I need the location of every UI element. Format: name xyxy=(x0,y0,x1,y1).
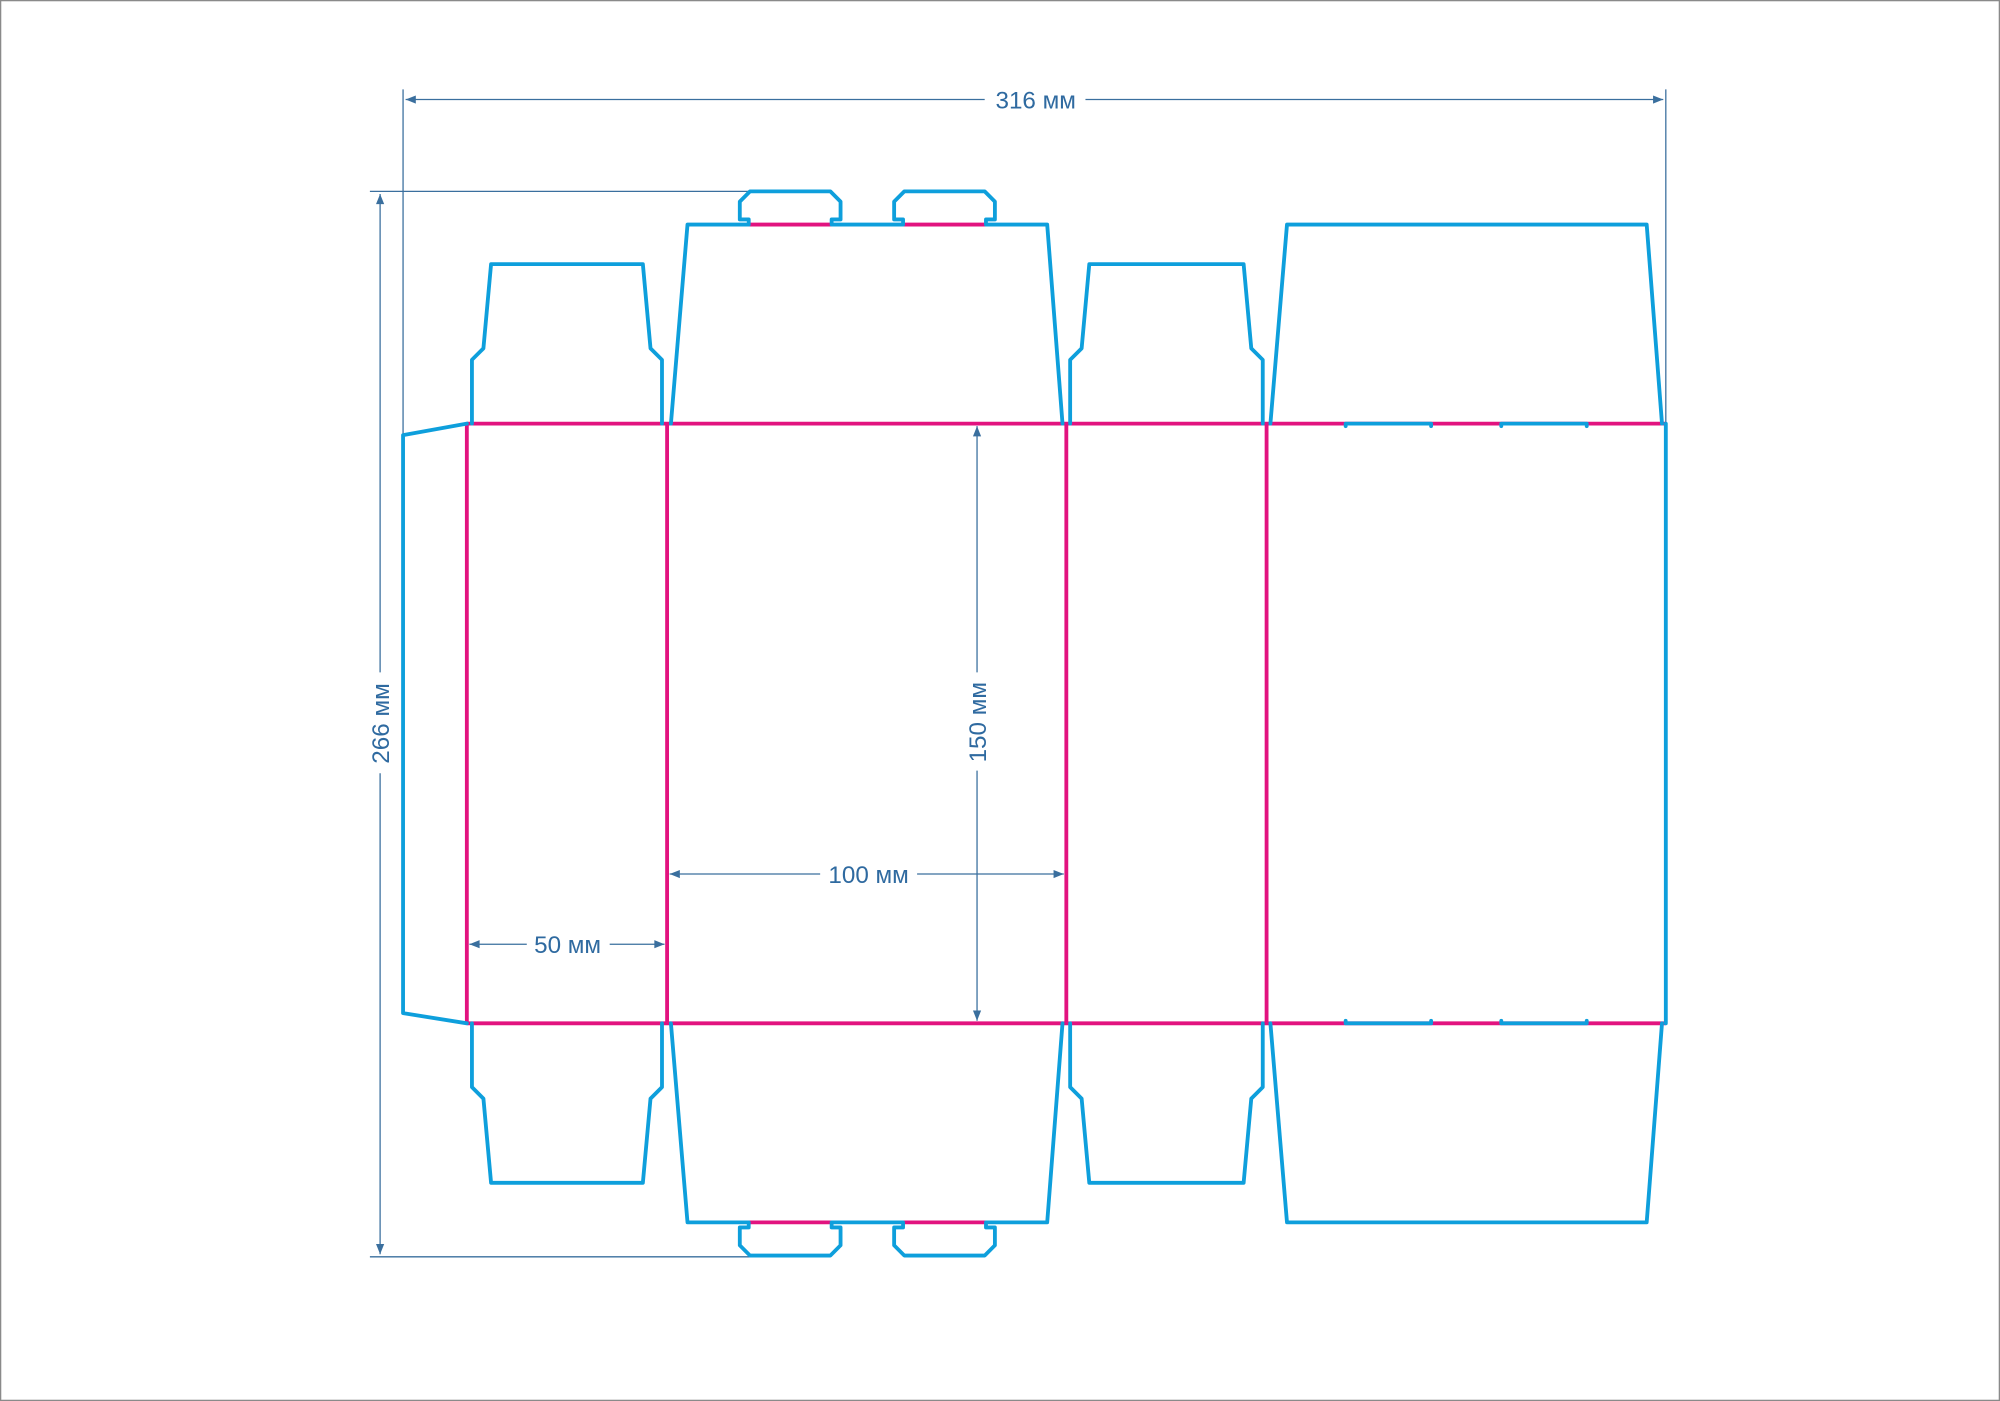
dimension-front-width: 100 мм xyxy=(669,862,1064,889)
total-width-label: 316 мм xyxy=(996,87,1076,114)
dimension-total-height: 266 мм xyxy=(368,193,395,1255)
dimension-panel-height: 150 мм xyxy=(965,426,992,1021)
bottom-flaps xyxy=(470,1018,1664,1258)
dimension-side-width: 50 мм xyxy=(469,932,665,959)
panel-height-label: 150 мм xyxy=(965,682,992,762)
dimension-total-width: 316 мм xyxy=(405,87,1664,114)
extension-lines xyxy=(369,89,1667,1258)
top-flaps xyxy=(470,189,1664,429)
glue-flap xyxy=(401,421,469,1026)
cut-lines xyxy=(401,189,1668,1258)
side-width-label: 50 мм xyxy=(534,932,601,959)
fold-lines xyxy=(464,222,1666,1225)
total-height-label: 266 мм xyxy=(368,683,395,763)
front-width-label: 100 мм xyxy=(828,862,908,889)
